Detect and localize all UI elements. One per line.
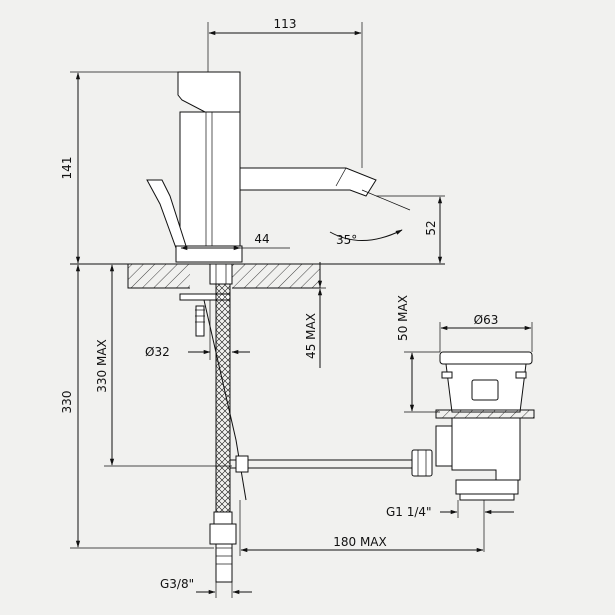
dim-inlet-thread: G3/8" [160,577,194,591]
flexible-hose [215,283,231,513]
dim-angle: 35° [336,233,357,247]
dim-waste-height: 50 MAX [396,295,410,341]
dim-hose-max: 330 MAX [95,339,109,393]
dim-waste-reach: 180 MAX [333,535,387,549]
dim-spout-offset: 44 [254,232,269,246]
lever-handle [177,71,241,113]
faucet-body [70,71,445,289]
dim-top-width: 113 [274,17,297,31]
dim-waste-thread: G1 1/4" [386,505,432,519]
dim-spout-height: 52 [424,220,438,235]
dim-waste-dia: Ø63 [474,313,499,327]
dim-counter-max: 45 MAX [304,313,318,359]
dim-body-dia: Ø32 [145,345,170,359]
pull-rod [203,299,247,501]
spout [239,167,377,197]
dim-height-total: 141 [60,157,74,180]
dim-below-counter: 330 [60,391,74,414]
dimension-lines: 113 141 52 35° 44 330 330 MAX Ø32 [60,17,533,598]
under-counter-fittings [179,263,412,583]
pop-up-waste [411,351,535,501]
